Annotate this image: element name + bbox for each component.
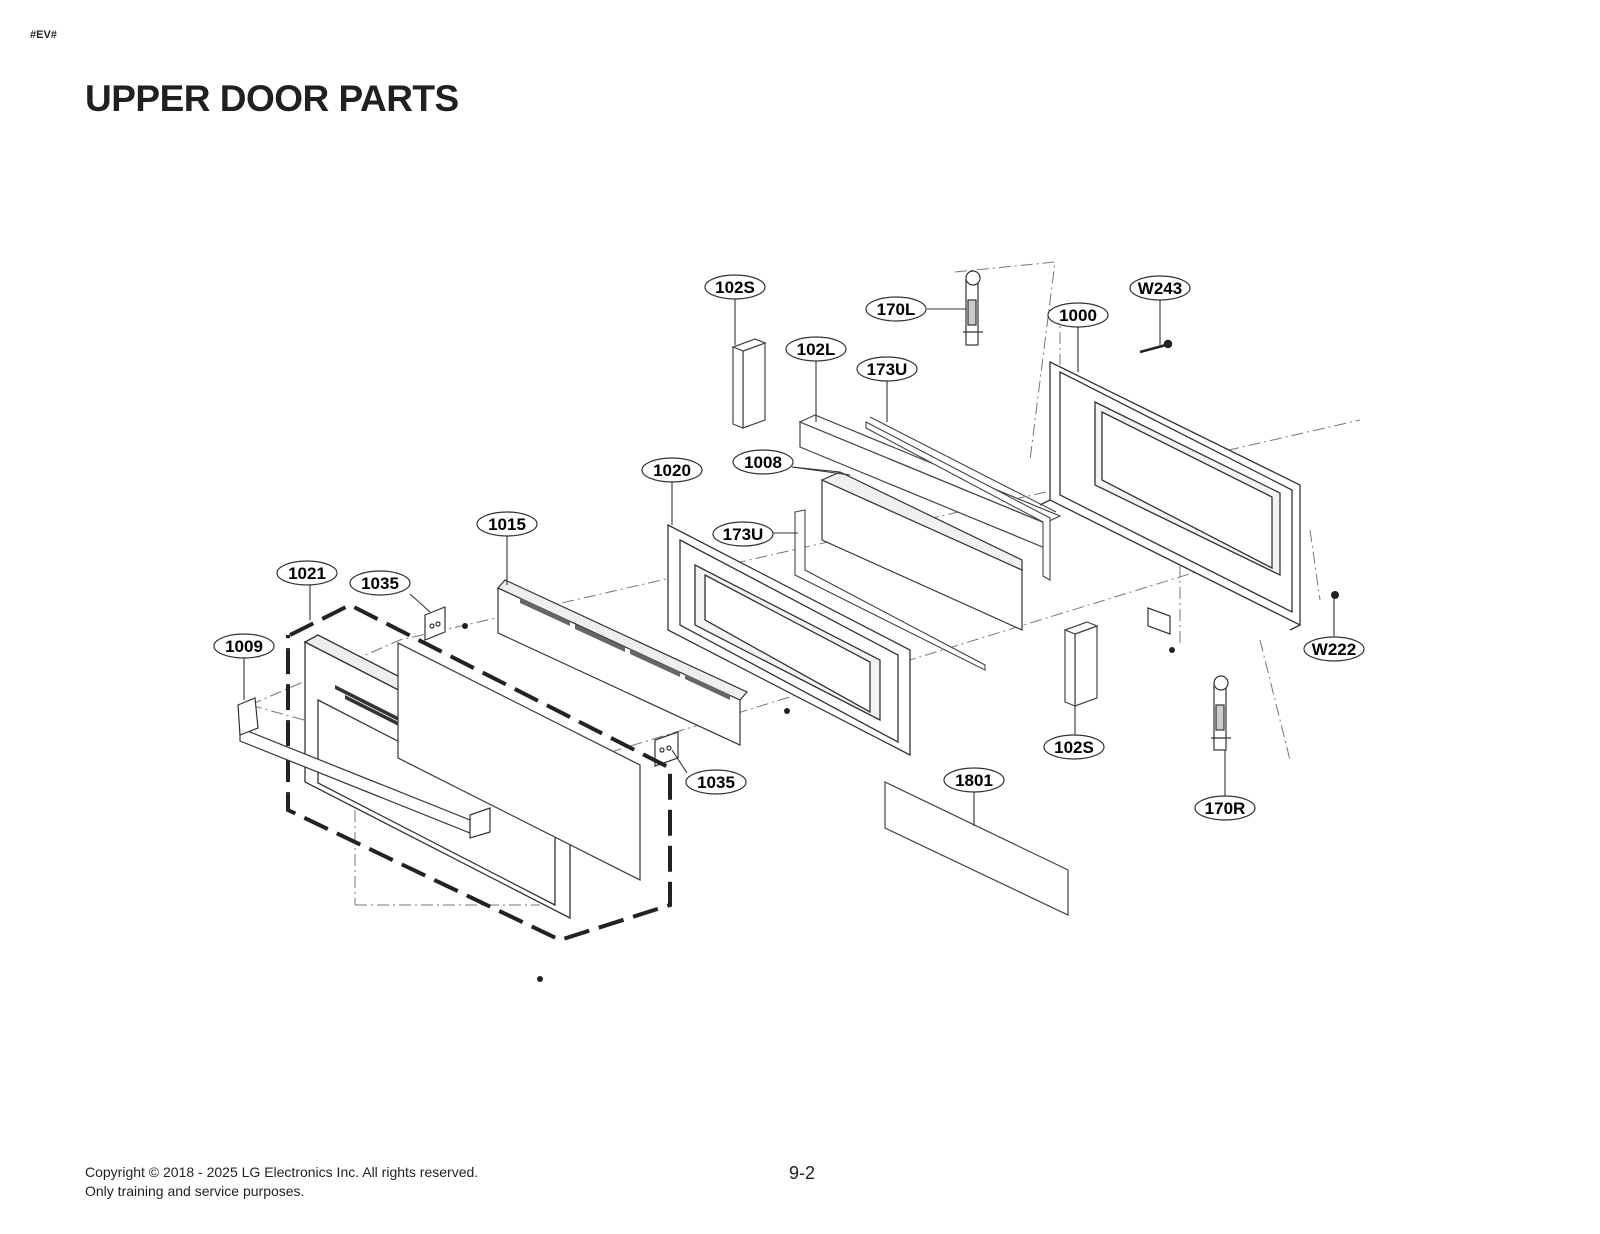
callout-173u-lower: 173U: [712, 521, 774, 547]
mount-plate: [1147, 607, 1171, 635]
svg-text:1021: 1021: [288, 564, 326, 583]
callout-1000: 1000: [1047, 302, 1109, 328]
svg-text:1009: 1009: [225, 637, 263, 656]
page-number: 9-2: [789, 1163, 816, 1183]
part-170l-hinge: [963, 270, 983, 346]
part-1020-middle-frame: [667, 523, 911, 757]
svg-text:1801: 1801: [955, 771, 993, 790]
page-title: UPPER DOOR PARTS: [85, 78, 459, 119]
callout-1020: 1020: [641, 457, 703, 483]
callout-w222: W222: [1303, 636, 1365, 662]
svg-text:1015: 1015: [488, 515, 526, 534]
svg-text:1035: 1035: [697, 773, 735, 792]
svg-text:173U: 173U: [867, 360, 908, 379]
part-1801-label: [884, 781, 1069, 916]
callout-1015: 1015: [476, 511, 538, 537]
part-173u-rail-upper: [865, 416, 1057, 581]
callout-1035-upper: 1035: [349, 570, 411, 596]
callout-1801: 1801: [943, 767, 1005, 793]
svg-text:173U: 173U: [723, 525, 764, 544]
part-170r-hinge: [1211, 675, 1231, 751]
copyright-line-2: Only training and service purposes.: [85, 1183, 305, 1199]
part-1021-assembly-outline: [286, 602, 672, 943]
callout-1035-lower: 1035: [685, 769, 747, 795]
callout-1021: 1021: [276, 560, 338, 586]
callout-1008: 1008: [732, 449, 794, 475]
small-screws: [462, 591, 1339, 982]
part-102s-block-lower: [1063, 621, 1099, 707]
part-102s-block-top: [731, 338, 767, 429]
callout-170l: 170L: [865, 296, 927, 322]
part-1035-bracket-lower: [654, 731, 679, 767]
document-tag: #EV#: [30, 29, 57, 41]
part-1009-front-panel: [303, 634, 641, 920]
callout-173u-upper: 173U: [856, 356, 918, 382]
callout-102s-lower: 102S: [1043, 734, 1105, 760]
door-handle: [237, 697, 491, 839]
svg-text:102S: 102S: [715, 278, 755, 297]
svg-text:1020: 1020: [653, 461, 691, 480]
svg-text:W222: W222: [1312, 640, 1356, 659]
callout-102l: 102L: [785, 336, 847, 362]
callout-1009: 1009: [213, 633, 275, 659]
part-1015-vent-bracket: [497, 579, 748, 746]
svg-text:102L: 102L: [797, 340, 836, 359]
copyright-line-1: Copyright © 2018 - 2025 LG Electronics I…: [85, 1164, 479, 1180]
svg-text:1035: 1035: [361, 574, 399, 593]
part-1000-inner-door-frame: [1039, 360, 1301, 631]
part-173u-rail-lower: [794, 509, 986, 671]
callout-w243: W243: [1129, 275, 1191, 301]
callout-102s-top: 102S: [704, 274, 766, 300]
callout-170r: 170R: [1194, 795, 1256, 821]
svg-text:1000: 1000: [1059, 306, 1097, 325]
svg-text:1008: 1008: [744, 453, 782, 472]
leader-lines: [243, 297, 1335, 826]
copyright-notice: Copyright © 2018 - 2025 LG Electronics I…: [85, 1163, 478, 1201]
part-1035-bracket-upper: [424, 606, 446, 641]
svg-text:170R: 170R: [1205, 799, 1246, 818]
part-1008-glass-panel: [820, 471, 1023, 631]
svg-text:102S: 102S: [1054, 738, 1094, 757]
svg-text:W243: W243: [1138, 279, 1182, 298]
part-w243-screw: [1139, 339, 1173, 354]
svg-text:170L: 170L: [877, 300, 916, 319]
